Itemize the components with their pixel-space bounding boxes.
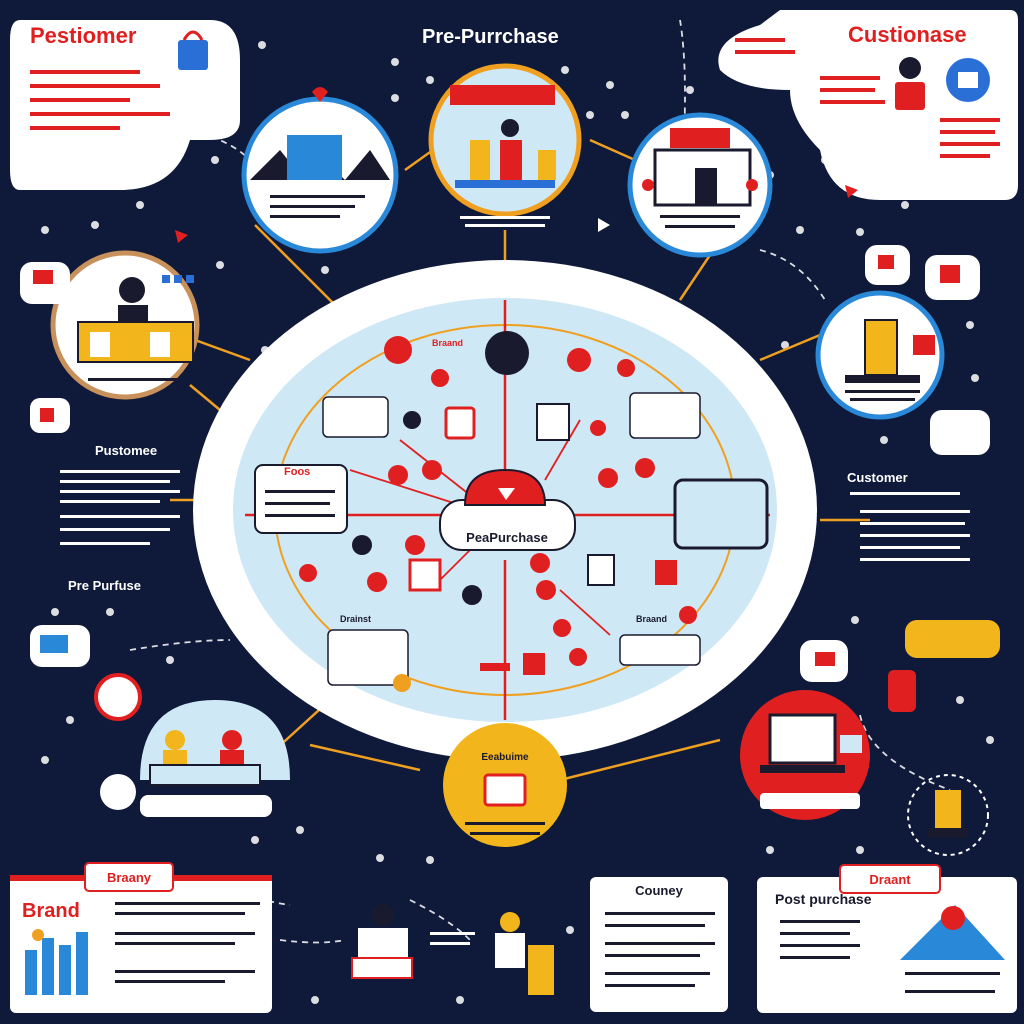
yellow-node-label: Eeabuime [481,752,529,763]
panel-bottom-left-tab: Braany [107,870,152,885]
connector-lines [170,138,870,782]
person-with-bag-icon [495,912,554,995]
panel-bottom-right-title: Post purchase [775,891,872,907]
bar-chart-icon [25,929,88,995]
panel-bottom-center: Couney [590,877,728,1012]
node-people [140,700,290,817]
panel-bottom-left: Braany Brand [10,862,272,1013]
person-at-desk-icon [351,904,413,979]
panel-bottom-center-title: Couney [635,883,683,898]
text-lines-top-center [460,216,550,227]
person-icon [895,57,925,110]
hub-label: PeaPurchase [466,530,548,545]
briefcase-icon [673,478,769,550]
node-shop [627,112,773,258]
box-left-title: Foos [284,466,310,478]
heading-top-center: Pre-Purrchase [422,26,559,48]
speech-bubble [905,620,1000,658]
panel-bottom-right: Draant Post purchase [757,864,1017,1013]
decorative-dots [41,41,994,1004]
basket-icon [528,945,554,995]
node-yellow[interactable]: Eeabuime [443,723,567,847]
text-lines-top-left [30,70,170,130]
heading-left-lower: Pre Purfuse [68,578,141,593]
text-lines-top-right [735,38,1000,158]
heading-top-left: Pestiomer [30,23,137,48]
cash-register-icon [94,673,142,721]
node-laptop [740,690,870,820]
panel-top-right [718,10,1018,200]
label-top-left: Braand [432,338,463,348]
text-lines-left-mid [60,470,180,545]
phone-icon [536,403,570,441]
text-lines-bottom-center-small [430,932,475,945]
trophy-icon [907,774,989,856]
heading-left-mid: Pustomee [95,443,157,458]
node-mountains [241,96,399,254]
node-packages [815,290,945,420]
arrow-icons [315,218,712,710]
panel-bottom-left-title: Brand [22,900,80,922]
play-icon [498,488,515,500]
text-lines-right-mid [850,492,970,561]
node-counter [50,250,200,400]
phone-icon-right [888,670,916,712]
hub[interactable]: PeaPurchase [439,468,576,551]
node-storefront [428,63,582,217]
heading-top-right: Custionase [848,22,967,47]
label-bottom-left: Drainst [340,614,371,624]
panel-bottom-right-tab: Draant [869,872,911,887]
mountain-icon-bottom-right [900,905,1005,960]
heading-right-mid: Customer [847,470,908,485]
laptop-icon-small [40,635,68,653]
label-bottom-right: Braand [636,614,667,624]
store-icon [946,58,990,102]
center-items: Braand Foos Drainst Braand [254,331,769,692]
red-arrow-icons [175,87,858,243]
icon-tile-glyphs [33,255,960,666]
icon-bottom-left [100,774,136,810]
laptop-icon [768,713,837,765]
shopping-bag-icon [178,30,208,70]
